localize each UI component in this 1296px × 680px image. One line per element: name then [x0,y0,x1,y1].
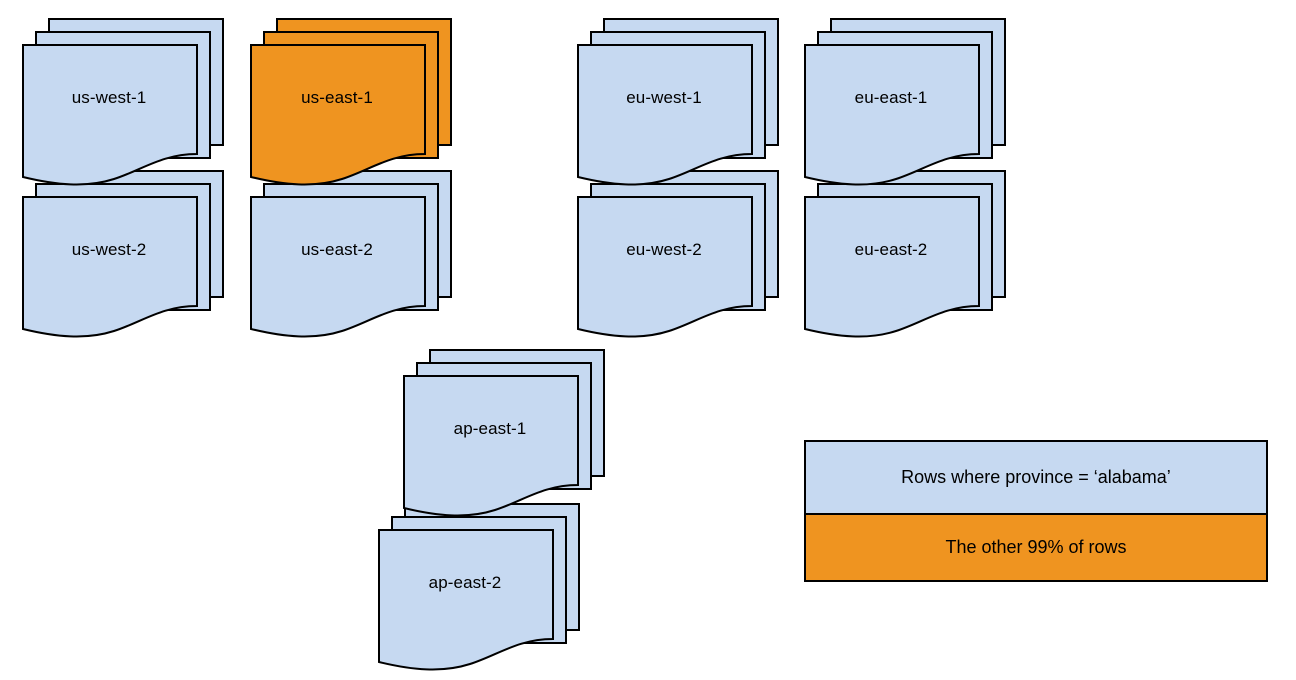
legend-item-legend-blue: Rows where province = ‘alabama’ [806,442,1266,515]
document-sheet-front [378,529,580,680]
document-sheet-front [22,44,224,204]
document-stack-us-west-1[interactable]: us-west-1 [22,18,224,204]
legend: Rows where province = ‘alabama’ The other… [804,440,1268,582]
document-stack-eu-west-2[interactable]: eu-west-2 [577,170,779,356]
document-sheet-front [250,44,452,204]
document-sheet-front [403,375,605,535]
legend-item-label: The other 99% of rows [945,537,1127,557]
document-stack-ap-east-1[interactable]: ap-east-1 [403,349,605,535]
document-stack-eu-east-1[interactable]: eu-east-1 [804,18,1006,204]
legend-item-legend-orange: The other 99% of rows [806,515,1266,580]
document-sheet-front [22,196,224,356]
legend-item-label: Rows where province = ‘alabama’ [901,467,1171,487]
document-stack-us-east-1[interactable]: us-east-1 [250,18,452,204]
document-stack-us-west-2[interactable]: us-west-2 [22,170,224,356]
document-sheet-front [250,196,452,356]
document-stack-eu-east-2[interactable]: eu-east-2 [804,170,1006,356]
document-stack-eu-west-1[interactable]: eu-west-1 [577,18,779,204]
document-stack-us-east-2[interactable]: us-east-2 [250,170,452,356]
document-sheet-front [577,196,779,356]
document-stack-ap-east-2[interactable]: ap-east-2 [378,503,580,680]
document-sheet-front [577,44,779,204]
document-sheet-front [804,196,1006,356]
document-sheet-front [804,44,1006,204]
